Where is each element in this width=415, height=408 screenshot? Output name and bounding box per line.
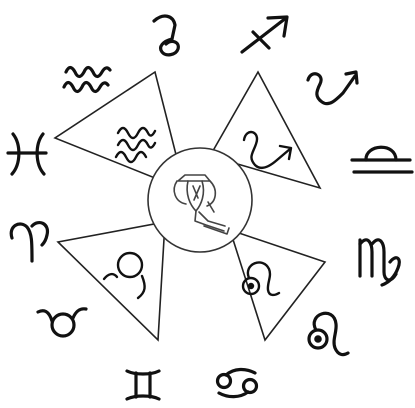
scorpio-outer-icon [308,72,357,104]
libra-icon [352,147,412,172]
gemini-icon [127,371,159,399]
virgo-icon [360,240,399,285]
aries-icon [11,223,47,261]
capricorn-icon [154,16,178,55]
sagittarius-icon [242,17,287,52]
aquarius-outer-icon [64,68,110,92]
taurus-outer-icon [38,309,86,336]
center-hub [148,148,252,252]
cancer-icon [218,369,257,396]
leo-outer-icon [309,313,348,354]
pisces-icon [8,134,46,174]
